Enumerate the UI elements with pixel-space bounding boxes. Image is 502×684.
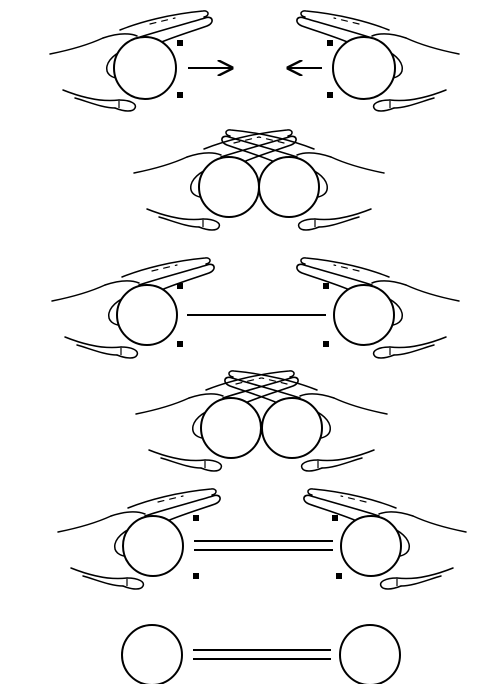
circle-icon [333, 37, 395, 99]
circle-icon [122, 625, 182, 684]
step-4 [136, 371, 387, 471]
circle-icon [199, 157, 259, 217]
step-2 [134, 130, 384, 230]
step-1 [50, 11, 459, 111]
circle-icon [201, 398, 261, 458]
sparkle-mark-icon [323, 341, 329, 347]
sparkle-mark-icon [327, 40, 333, 46]
circle-icon [114, 37, 176, 99]
step-3 [52, 258, 459, 358]
sparkle-mark-icon [193, 573, 199, 579]
sparkle-mark-icon [177, 92, 183, 98]
circle-icon [259, 157, 319, 217]
sparkle-mark-icon [323, 283, 329, 289]
circle-icon [340, 625, 400, 684]
sparkle-mark-icon [332, 515, 338, 521]
circle-icon [117, 285, 177, 345]
circle-icon [123, 516, 183, 576]
circle-icon [341, 516, 401, 576]
circle-icon [334, 285, 394, 345]
step-5 [58, 489, 466, 589]
sparkle-mark-icon [177, 40, 183, 46]
sparkle-mark-icon [177, 341, 183, 347]
sparkle-mark-icon [193, 515, 199, 521]
sparkle-mark-icon [327, 92, 333, 98]
sparkle-mark-icon [336, 573, 342, 579]
step-6 [122, 625, 400, 684]
circle-icon [262, 398, 322, 458]
sparkle-mark-icon [177, 283, 183, 289]
